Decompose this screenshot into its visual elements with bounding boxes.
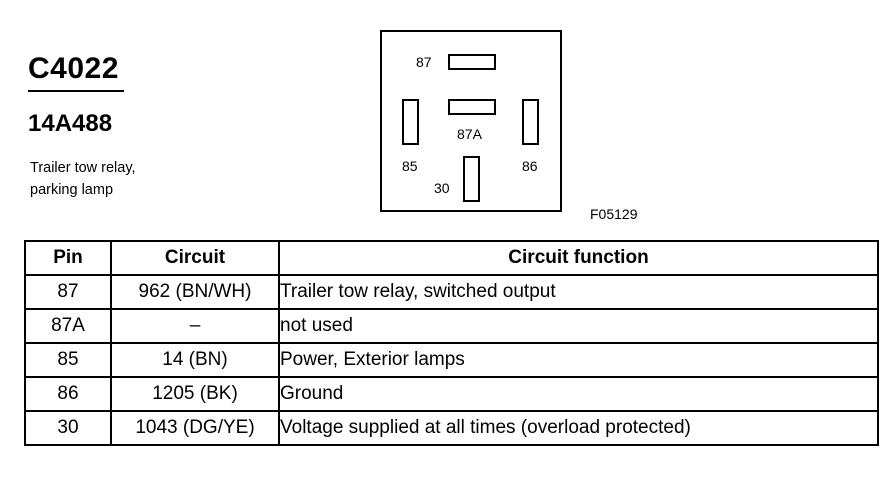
part-number: 14A488 <box>28 110 113 137</box>
terminal-85 <box>402 99 419 145</box>
connector-face-diagram: 87 87A 85 86 30 <box>380 30 562 212</box>
cell-pin: 85 <box>24 342 112 378</box>
pin-label-86: 86 <box>522 158 538 174</box>
cell-pin: 86 <box>24 376 112 412</box>
cell-function: Power, Exterior lamps <box>278 342 879 378</box>
cell-function: not used <box>278 308 879 344</box>
header-function: Circuit function <box>278 240 879 276</box>
connector-id: C4022 <box>28 52 119 85</box>
table-row: 87 962 (BN/WH) Trailer tow relay, switch… <box>24 274 879 310</box>
cell-function: Trailer tow relay, switched output <box>278 274 879 310</box>
table-row: 86 1205 (BK) Ground <box>24 376 879 412</box>
cell-pin: 30 <box>24 410 112 446</box>
cell-function: Ground <box>278 376 879 412</box>
cell-circuit: 1043 (DG/YE) <box>110 410 280 446</box>
cell-circuit: 962 (BN/WH) <box>110 274 280 310</box>
pin-label-87a: 87A <box>457 126 482 142</box>
terminal-87a <box>448 99 496 115</box>
table-row: 87A – not used <box>24 308 879 344</box>
header-circuit: Circuit <box>110 240 280 276</box>
table-header-row: Pin Circuit Circuit function <box>24 240 879 276</box>
pin-label-85: 85 <box>402 158 418 174</box>
pin-table: Pin Circuit Circuit function 87 962 (BN/… <box>24 240 879 446</box>
figure-id: F05129 <box>590 206 638 222</box>
cell-circuit: 1205 (BK) <box>110 376 280 412</box>
cell-circuit: – <box>110 308 280 344</box>
pin-label-30: 30 <box>434 180 450 196</box>
terminal-86 <box>522 99 539 145</box>
cell-pin: 87 <box>24 274 112 310</box>
cell-circuit: 14 (BN) <box>110 342 280 378</box>
header-pin: Pin <box>24 240 112 276</box>
cell-function: Voltage supplied at all times (overload … <box>278 410 879 446</box>
description-line-1: Trailer tow relay, <box>30 160 136 176</box>
table-row: 30 1043 (DG/YE) Voltage supplied at all … <box>24 410 879 446</box>
terminal-30 <box>463 156 480 202</box>
cell-pin: 87A <box>24 308 112 344</box>
pin-label-87: 87 <box>416 54 432 70</box>
table-row: 85 14 (BN) Power, Exterior lamps <box>24 342 879 378</box>
description-line-2: parking lamp <box>30 182 114 198</box>
terminal-87 <box>448 54 496 70</box>
connector-id-underline <box>28 90 124 92</box>
